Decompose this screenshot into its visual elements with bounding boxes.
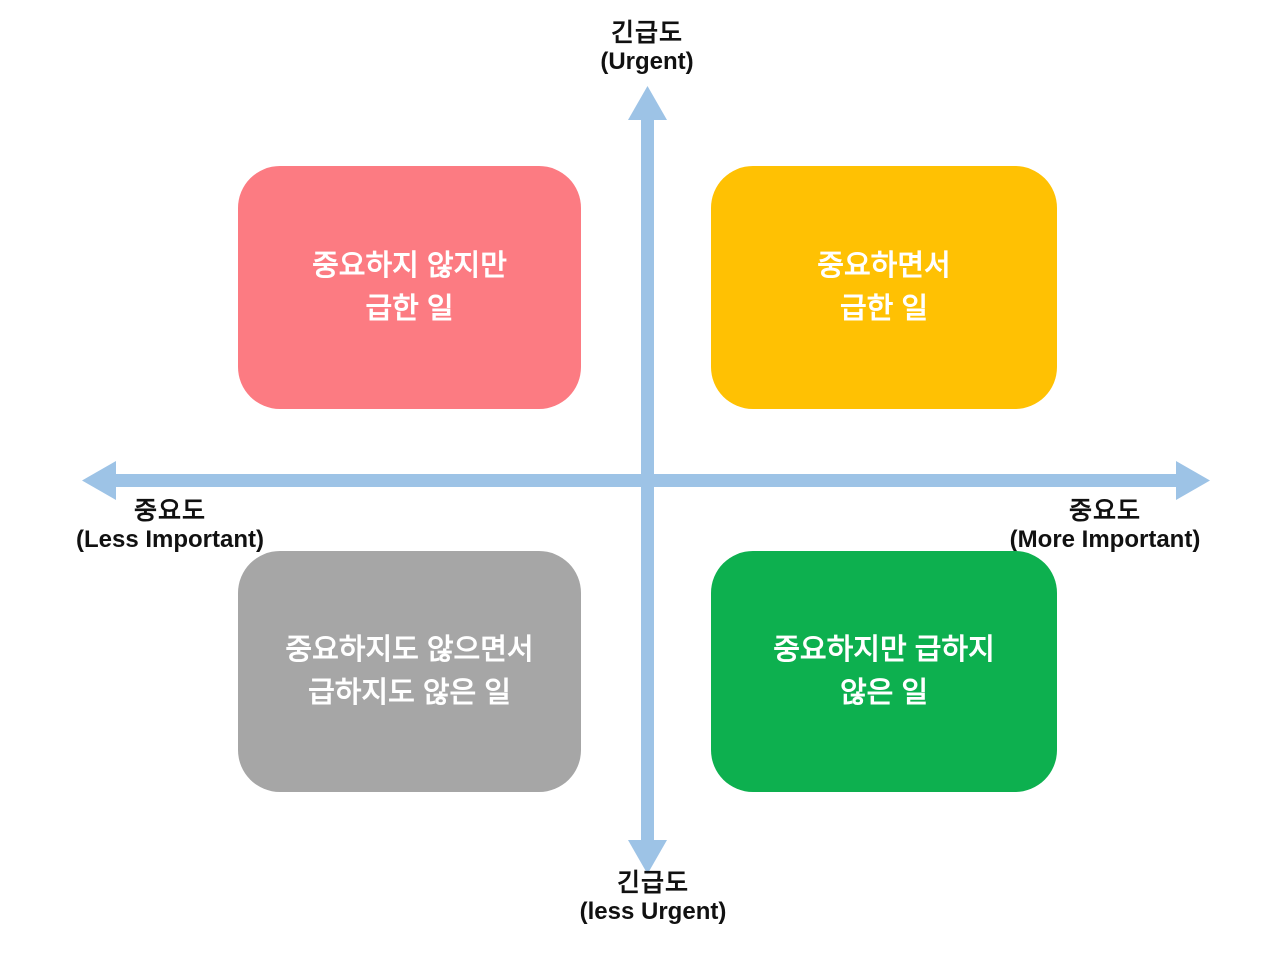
axis-label-more-important-english: (More Important)	[1009, 526, 1201, 553]
axis-label-less-urgent-english: (less Urgent)	[579, 898, 727, 925]
quadrant-important-not-urgent: 중요하지만 급하지 않은 일	[711, 551, 1057, 792]
axis-label-less-important-english: (Less Important)	[75, 526, 264, 553]
axis-label-less-urgent: 긴급도 (less Urgent)	[533, 868, 773, 927]
axis-label-less-important-korean: 중요도	[133, 497, 206, 525]
quadrant-label-line1: 중요하지만 급하지	[773, 634, 995, 667]
axis-label-more-important: 중요도 (More Important)	[985, 496, 1225, 555]
quadrant-label-line2: 급하지도 않은 일	[308, 676, 511, 709]
vertical-axis-line	[641, 118, 654, 842]
quadrant-label-line1: 중요하면서	[817, 250, 951, 283]
quadrant-important-urgent: 중요하면서 급한 일	[711, 166, 1057, 409]
quadrant-label-line1: 중요하지 않지만	[312, 250, 507, 283]
quadrant-label-line1: 중요하지도 않으면서	[285, 634, 534, 667]
quadrant-label-line2: 급한 일	[365, 292, 454, 325]
quadrant-not-important-urgent: 중요하지 않지만 급한 일	[238, 166, 581, 409]
quadrant-not-important-not-urgent: 중요하지도 않으면서 급하지도 않은 일	[238, 551, 581, 792]
arrow-left-icon	[82, 461, 116, 500]
axis-label-urgent-korean: 긴급도	[610, 19, 683, 47]
arrow-up-icon	[628, 86, 667, 120]
quadrant-label: 중요하면서 급한 일	[817, 245, 950, 329]
axis-label-urgent: 긴급도 (Urgent)	[527, 18, 767, 77]
quadrant-label: 중요하지도 않으면서 급하지도 않은 일	[285, 629, 533, 713]
quadrant-label-line2: 급한 일	[839, 292, 929, 325]
quadrant-label: 중요하지 않지만 급한 일	[312, 245, 507, 329]
axis-label-less-important: 중요도 (Less Important)	[52, 496, 288, 555]
arrow-right-icon	[1176, 461, 1210, 500]
quadrant-label-line2: 않은 일	[839, 676, 929, 709]
axis-label-more-important-korean: 중요도	[1068, 497, 1141, 525]
quadrant-label: 중요하지만 급하지 않은 일	[773, 629, 995, 713]
axis-label-urgent-english: (Urgent)	[600, 48, 694, 75]
axis-label-less-urgent-korean: 긴급도	[616, 869, 689, 897]
